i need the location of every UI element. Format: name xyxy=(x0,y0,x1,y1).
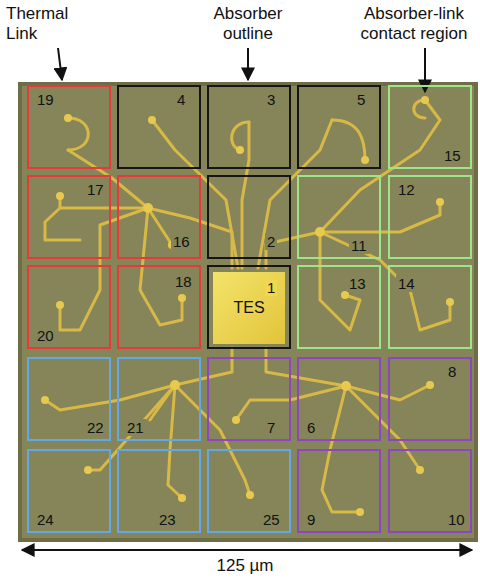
absorber-square: 6 xyxy=(297,357,381,441)
callout-number: 6 xyxy=(305,419,317,436)
callout-number: 5 xyxy=(355,91,367,108)
absorber-square: 8 xyxy=(388,357,472,441)
callout-number: 9 xyxy=(305,511,317,528)
callout-number: 1 xyxy=(265,279,277,296)
callout-number: 24 xyxy=(35,511,56,528)
callout-number: 25 xyxy=(261,511,282,528)
absorber-square: 17 xyxy=(27,175,111,259)
callout-number: 15 xyxy=(442,147,463,164)
callout-label: Thermal Link xyxy=(6,4,98,44)
callout-number: 14 xyxy=(396,275,417,292)
callout-number: 8 xyxy=(446,363,458,380)
callout-number: 22 xyxy=(85,419,106,436)
absorber-square: 16 xyxy=(117,175,201,259)
absorber-square: 24 xyxy=(27,449,111,533)
absorber-square: 18 xyxy=(117,265,201,349)
callout-number: 4 xyxy=(175,91,187,108)
dimension-label: 125 µm xyxy=(175,556,315,576)
callout-number: 19 xyxy=(35,91,56,108)
absorber-square: 10 xyxy=(388,449,472,533)
callout-label: Absorber outline xyxy=(190,4,306,44)
chip-surface xyxy=(22,86,474,538)
callout-number: 12 xyxy=(396,181,417,198)
absorber-square: 25 xyxy=(207,449,291,533)
callout-number: 10 xyxy=(446,511,467,528)
absorber-square: 7 xyxy=(207,357,291,441)
absorber-square: 14 xyxy=(388,265,472,349)
callout-number: 21 xyxy=(125,419,146,436)
chip-ground xyxy=(18,82,478,542)
absorber-square: 21 xyxy=(117,357,201,441)
absorber-square: 13 xyxy=(297,265,381,349)
callout-number: 18 xyxy=(173,273,194,290)
absorber-square: 23 xyxy=(117,449,201,533)
absorber-square: 1TES xyxy=(207,265,291,349)
callout-label: Absorber-link contact region xyxy=(352,4,476,44)
callout-number: 17 xyxy=(85,181,106,198)
absorber-square: 11 xyxy=(297,175,381,259)
contact-dots xyxy=(41,96,454,516)
absorber-square: 9 xyxy=(297,449,381,533)
absorber-square: 19 xyxy=(27,85,111,169)
absorber-square: 3 xyxy=(207,85,291,169)
callout-number: 7 xyxy=(265,419,277,436)
absorber-square: 22 xyxy=(27,357,111,441)
tes-label: TES xyxy=(233,299,264,317)
absorber-square: 2 xyxy=(207,175,291,259)
callout-number: 2 xyxy=(265,233,277,250)
callout-number: 3 xyxy=(265,91,277,108)
callout-number: 13 xyxy=(347,275,368,292)
callout-number: 20 xyxy=(35,327,56,344)
absorber-square: 15 xyxy=(388,85,472,169)
absorber-square: 20 xyxy=(27,265,111,349)
callout-number: 16 xyxy=(171,233,192,250)
leader-arrows xyxy=(22,48,472,550)
callout-number: 11 xyxy=(349,237,369,254)
absorber-square: 5 xyxy=(297,85,381,169)
absorber-square: 4 xyxy=(117,85,201,169)
absorber-square: 12 xyxy=(388,175,472,259)
dimension-arrow xyxy=(22,549,472,551)
callout-number: 23 xyxy=(157,511,178,528)
